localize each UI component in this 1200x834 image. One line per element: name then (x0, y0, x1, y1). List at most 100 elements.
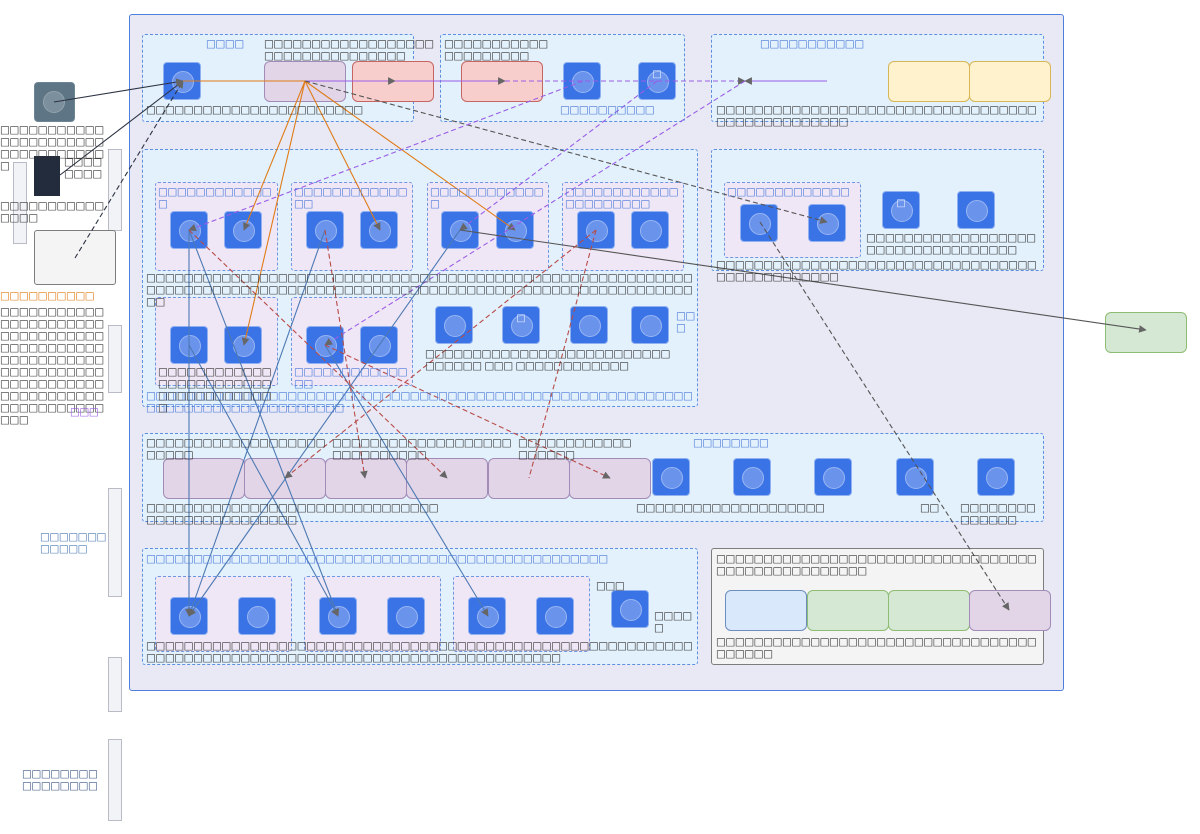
service-icon-row4-3[interactable] (319, 597, 357, 635)
service-icon-c2[interactable] (496, 211, 534, 249)
bar-label-violet: □□□ (70, 406, 99, 418)
row3-box-6[interactable] (569, 458, 651, 499)
row3-icons-caption-2: □□ (920, 502, 939, 514)
row4-labels-under: □□□□□□□□□□□□□□□□□□□□□□□□□□□□□□□□□□□□□□□□… (146, 640, 693, 664)
subgroup-right-icons-label: □□□□□□□□□□□□□□□□□□□□□□□□□□□□□□□□□□□□□□□□… (716, 259, 1037, 283)
service-icon-f1[interactable] (306, 326, 344, 364)
service-icon-row4-5[interactable] (468, 597, 506, 635)
row3-box-4-label: □□□□□□□□□□□□□□□□□□ (518, 437, 632, 461)
navy-node-caption: □□□□□□□□□□□□□□□ (0, 200, 104, 224)
service-icon-row4-2[interactable] (238, 597, 276, 635)
service-icon-d1[interactable] (577, 211, 615, 249)
external-plain-node[interactable] (34, 230, 116, 285)
service-icon-row3-2[interactable] (733, 458, 771, 496)
service-icon-g4[interactable] (631, 306, 669, 344)
subgroup-a-label: □□□□□□□□□□□□□ (158, 186, 272, 210)
legend-box-labels-2: □□□□□□□□□□□□□□□□□□□□□□□□□□□□□□□□□□□□□□□□ (716, 636, 1037, 660)
service-icon-c1[interactable] (441, 211, 479, 249)
row2-right-icons-label: □□□□□□□□□□□□□□□□□□□□□□□□□□□□□□□□□□ (866, 232, 1036, 256)
external-navy-node[interactable] (34, 156, 60, 196)
service-icon-r2[interactable] (808, 204, 846, 242)
purple-process-box[interactable] (264, 61, 346, 102)
row3-icon-tag: □□□□□□□□ (693, 437, 769, 449)
service-icon-g3[interactable] (570, 306, 608, 344)
legend-box-labels: □□□□□□□□□□□□□□□□□□□□□□□□□□□□□□□□□□□□□□□□… (716, 553, 1037, 577)
plain-node-label: □□□□□□□□□□□□□□□□□□□□□□□□□□□□□□□□□□□□□□□□… (0, 306, 104, 426)
row3-box-2-label: □□□□□□□□□□□□□□□□□□□□□□□□□□□□□ (332, 437, 512, 461)
side-bar-6 (108, 739, 122, 821)
navy-node-label: □□□□□□□□ (64, 156, 102, 180)
service-icon-r1[interactable] (740, 204, 778, 242)
red-process-box-2[interactable] (461, 61, 543, 102)
row1-node-a-side-label: □□□□□□□□□□□□□□□□□□□□□□□□□□□□□□□□□ (264, 38, 434, 62)
service-icon-g2[interactable]: □ (502, 306, 540, 344)
row2-lower-sub-label: □□□□□□□□□□□□□□□□□□□□□□□□□□□□□□□□□□□□□ (158, 366, 272, 414)
subgroup-b-label: □□□□□□□□□□□□□□ (294, 186, 408, 210)
row3-icons-caption-3: □□□□□□□□□□□□□□ (960, 502, 1036, 526)
service-icon-a2[interactable] (224, 211, 262, 249)
service-icon-f2[interactable] (360, 326, 398, 364)
icon-glyph: □ (652, 69, 662, 80)
subgroup-c-label: □□□□□□□□□□□□□ (430, 186, 544, 210)
row1-mid-icons-label: □□□□□□□□□□ (560, 104, 655, 116)
service-icon-row1-c[interactable]: □ (638, 62, 676, 100)
row3-box-6-label: □□□□□□□□□□□□□□□□□□□□□□□□□□□□□□□□□□□□□□□□… (146, 502, 439, 526)
icon-glyph: □ (896, 198, 906, 209)
row1-blue-edge-label: □□□□ (206, 38, 244, 50)
service-icon-row4-4[interactable] (387, 597, 425, 635)
service-icon-b1[interactable] (306, 211, 344, 249)
row3-box-1[interactable] (163, 458, 245, 499)
row3-icons-caption: □□□□□□□□□□□□□□□□□□□□ (636, 502, 825, 514)
service-icon-row4-6[interactable] (536, 597, 574, 635)
red-box-2-label: □□□□□□□□□□□□□□□□□□□□ (444, 38, 548, 62)
row1-right-group-label: □□□□□□□□□□□ (760, 38, 864, 50)
yellow-box-1[interactable] (888, 61, 970, 102)
external-service-icon[interactable] (34, 82, 75, 122)
subgroup-d-label: □□□□□□□□□□□□□□□□□□□□□ (565, 186, 679, 210)
service-icon-d2[interactable] (631, 211, 669, 249)
row3-box-5[interactable] (488, 458, 570, 499)
legend-box-purple[interactable] (969, 590, 1051, 631)
yellow-box-2[interactable] (969, 61, 1051, 102)
yellow-box-label: □□□□□□□□□□□□□□□□□□□□□□□□□□□□□□□□□□□□□□□□… (716, 104, 1037, 128)
side-bar-2 (108, 149, 122, 231)
orange-edge-label: □□□□□□□□□□ (0, 290, 95, 302)
service-icon-row3-3[interactable] (814, 458, 852, 496)
external-green-node[interactable] (1105, 312, 1187, 353)
service-icon-row4-7[interactable] (611, 590, 649, 628)
service-icon-g1[interactable] (435, 306, 473, 344)
service-icon-r3[interactable]: □ (882, 191, 920, 229)
row3-box-4[interactable] (406, 458, 488, 499)
bar-label-steel: □□□□□□□□□□□□ (40, 531, 106, 555)
legend-box-green-1[interactable] (807, 590, 889, 631)
service-icon-e1[interactable] (170, 326, 208, 364)
legend-box-green-2[interactable] (888, 590, 970, 631)
row4-labels-mid: □□□□□□□□□□□□□□□□□□□□□□□□□□□□□□□□□□□□□□□□… (146, 553, 608, 565)
service-icon-e2[interactable] (224, 326, 262, 364)
service-icon-row1-b[interactable] (563, 62, 601, 100)
legend-box-blue[interactable] (725, 590, 807, 631)
service-icon-row1-a[interactable] (163, 62, 201, 100)
service-icon-row4-1[interactable] (170, 597, 208, 635)
row2-lower-right-tag: □□□ (676, 310, 695, 334)
row3-box-3[interactable] (325, 458, 407, 499)
red-process-box-1[interactable] (352, 61, 434, 102)
service-icon-row3-5[interactable] (977, 458, 1015, 496)
icon-glyph: □ (516, 313, 526, 324)
subgroup-right-label: □□□□□□□□□□□□□ (727, 186, 850, 198)
service-icon-r4[interactable] (957, 191, 995, 229)
row3-box-2[interactable] (244, 458, 326, 499)
service-icon-a1[interactable] (170, 211, 208, 249)
bar-label-slate: □□□□□□□□□□□□□□□□ (22, 768, 98, 792)
side-bar-1 (13, 162, 27, 244)
row4-tag: □□□ (596, 580, 625, 592)
row4-labels-right: □□□□□ (654, 610, 692, 634)
service-icon-row3-1[interactable] (652, 458, 690, 496)
subgroup-f-label: □□□□□□□□□□□□□□ (294, 366, 408, 390)
row1-node-a-label: □□□□□□□□□□□□□□□□□□□□□□□ (146, 104, 363, 116)
row3-box-1-label: □□□□□□□□□□□□□□□□□□□□□□□□ (146, 437, 326, 461)
row2-lower-icons-label: □□□□□□□□□□□□□□□□□□□□□□□□□□□□□□□□ □□□ □□□… (425, 348, 670, 372)
service-icon-row3-4[interactable] (896, 458, 934, 496)
service-icon-b2[interactable] (360, 211, 398, 249)
side-bar-5 (108, 657, 122, 712)
